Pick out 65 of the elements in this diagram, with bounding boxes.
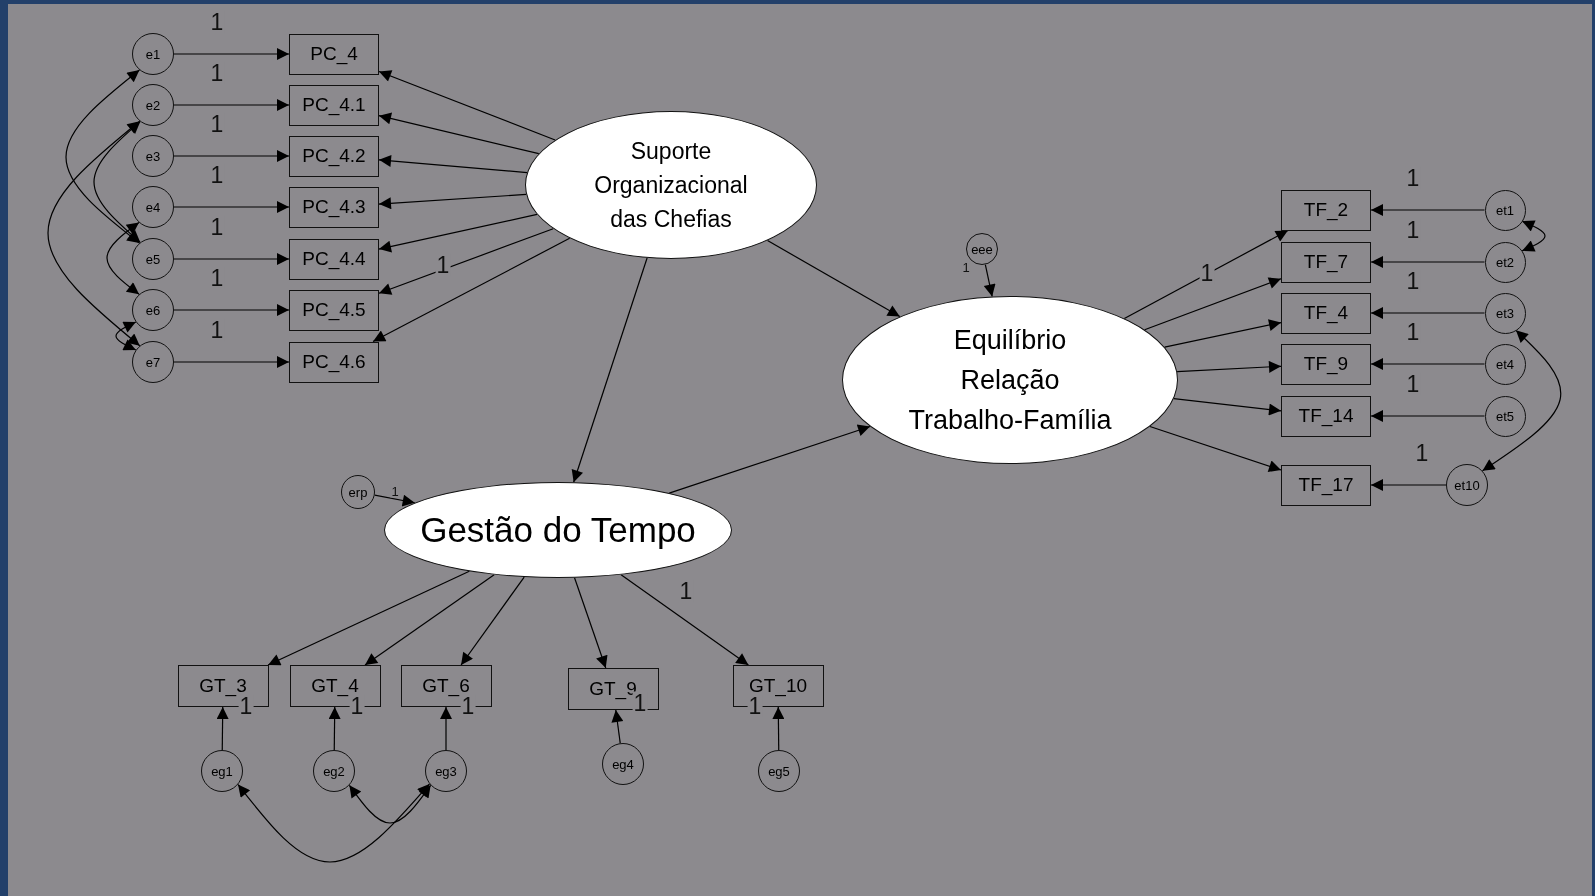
covariance-arrow	[237, 783, 431, 863]
covariance-arrow	[115, 321, 137, 351]
path-arrow	[378, 70, 556, 141]
covariance-arrow	[1521, 220, 1546, 252]
path-arrow	[267, 570, 470, 666]
path-arrow	[1173, 398, 1282, 416]
path-arrow	[668, 424, 871, 494]
path-arrow	[173, 150, 290, 162]
indicator-box: PC_4.1	[289, 84, 379, 126]
path-arrow	[1123, 229, 1289, 320]
path-arrow	[173, 99, 290, 111]
path-arrow	[620, 574, 749, 666]
path-arrow	[173, 304, 290, 316]
path-arrow	[766, 239, 901, 318]
indicator-box: PC_4.4	[289, 238, 379, 280]
indicator-box: TF_7	[1281, 241, 1371, 283]
indicator-box: TF_14	[1281, 395, 1371, 437]
covariance-arrow	[1481, 329, 1562, 472]
path-arrow	[440, 706, 452, 751]
path-arrow	[364, 574, 495, 666]
path-arrow	[571, 257, 648, 483]
path-arrow	[216, 706, 229, 751]
covariance-arrow	[47, 120, 141, 347]
indicator-box: PC_4	[289, 33, 379, 75]
path-arrow	[378, 112, 540, 155]
path-arrow	[1370, 256, 1486, 268]
path-arrow	[611, 709, 624, 744]
path-arrow	[328, 706, 341, 751]
covariance-arrow	[348, 784, 432, 824]
path-arrow	[983, 264, 996, 298]
path-arrow	[573, 577, 608, 669]
indicator-box: PC_4.6	[289, 341, 379, 383]
path-arrow	[1370, 204, 1486, 216]
indicator-box: PC_4.2	[289, 135, 379, 177]
covariance-arrow	[106, 222, 140, 295]
path-arrow	[378, 154, 528, 174]
path-arrow	[378, 213, 538, 253]
path-arrow	[1149, 425, 1282, 472]
covariance-arrow	[65, 69, 141, 244]
indicator-box: TF_17	[1281, 464, 1371, 506]
path-arrow	[173, 48, 290, 60]
path-arrow	[1370, 358, 1486, 370]
path-arrow	[378, 193, 527, 210]
indicator-box: TF_4	[1281, 292, 1371, 334]
indicator-box: TF_2	[1281, 189, 1371, 231]
path-arrow	[1164, 319, 1282, 348]
path-arrow	[173, 253, 290, 265]
path-arrow	[1144, 277, 1282, 331]
covariance-arrow	[93, 121, 141, 243]
path-arrow	[1370, 410, 1486, 422]
path-coefficient: 1	[961, 260, 971, 274]
path-arrow	[1370, 479, 1447, 491]
indicator-box: PC_4.3	[289, 186, 379, 228]
path-arrow	[372, 237, 571, 343]
indicator-box: TF_9	[1281, 343, 1371, 385]
path-arrow	[374, 494, 416, 507]
path-arrow	[173, 201, 290, 213]
path-arrow	[460, 576, 525, 666]
indicator-box: PC_4.5	[289, 289, 379, 331]
path-arrow	[772, 706, 785, 751]
path-arrow	[173, 356, 290, 368]
path-arrow	[378, 228, 554, 295]
path-coefficient: 1	[390, 484, 400, 498]
path-arrow	[1370, 307, 1486, 319]
path-arrow	[1176, 360, 1282, 373]
